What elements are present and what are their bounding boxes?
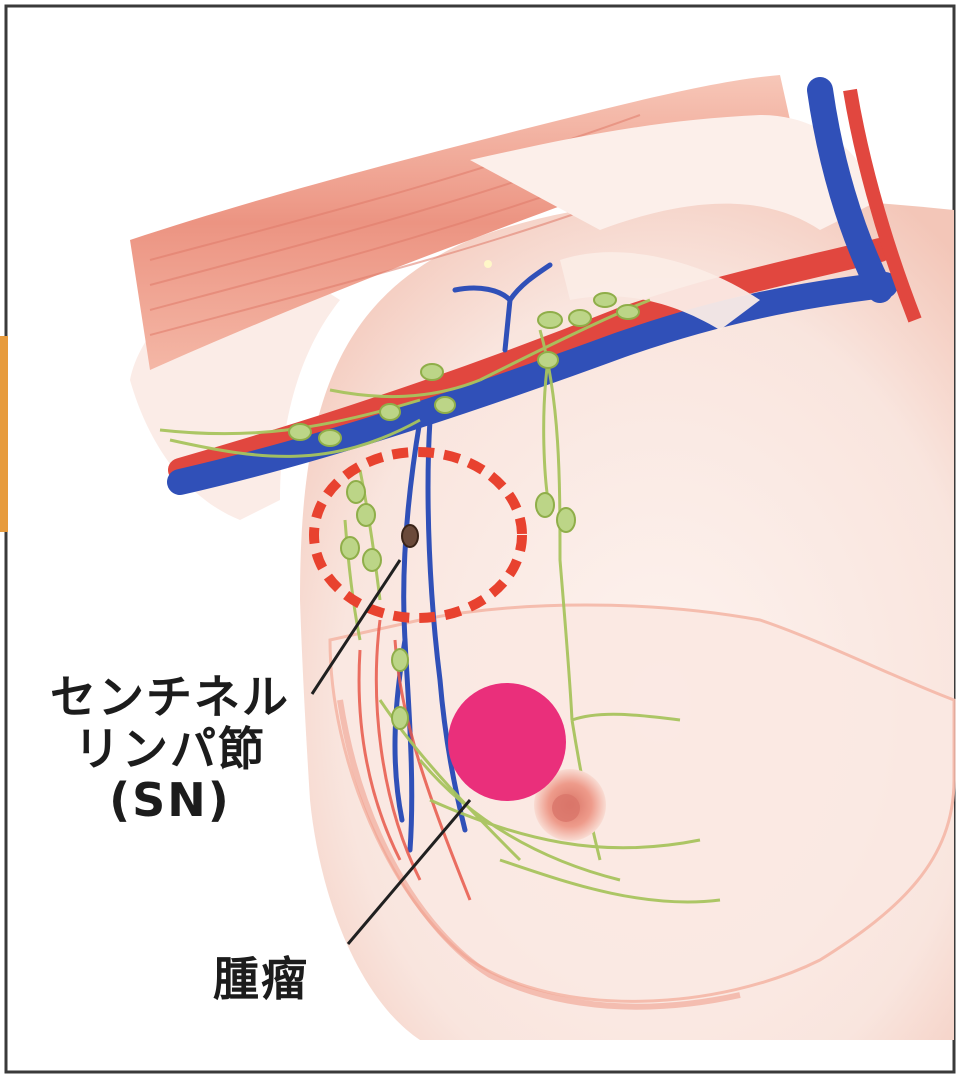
sentinel-node [402, 525, 418, 547]
lymph-node [347, 481, 365, 503]
lymph-node [594, 293, 616, 307]
lymph-node [289, 424, 311, 440]
lymph-node [319, 430, 341, 446]
tumor-label: 腫瘤 [186, 954, 336, 1006]
lymph-node [435, 397, 455, 413]
lymph-node [538, 312, 562, 328]
lymph-node [341, 537, 359, 559]
side-tab [0, 336, 8, 532]
sentinel-node-label-line2: リンパ節 [20, 724, 320, 776]
sentinel-node-label: センチネル リンパ節 (SN) [20, 672, 320, 827]
lymph-node [536, 493, 554, 517]
lymph-node [617, 305, 639, 319]
lymph-node [392, 649, 408, 671]
lymph-node [357, 504, 375, 526]
lymph-node [421, 364, 443, 380]
lymph-node [363, 549, 381, 571]
lymph-node [538, 352, 558, 368]
sentinel-node-label-line1: センチネル [20, 672, 320, 724]
tumor-marker [448, 683, 566, 801]
nipple [552, 794, 580, 822]
lymph-node [392, 707, 408, 729]
lymph-node [569, 310, 591, 326]
highlight-dot [484, 260, 492, 268]
lymph-node [380, 404, 400, 420]
lymph-node [557, 508, 575, 532]
sentinel-node-label-line3: (SN) [20, 775, 320, 827]
